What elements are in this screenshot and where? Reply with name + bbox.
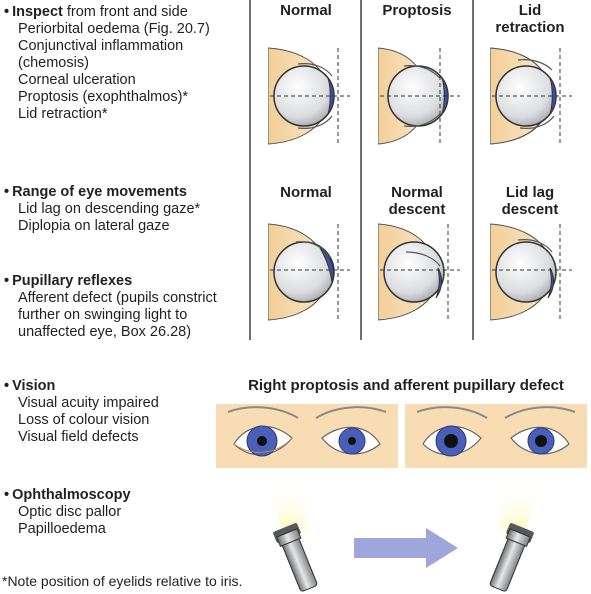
flashlight-icon	[265, 480, 318, 592]
list-item: (chemosis)	[18, 55, 89, 71]
list-item: Lid lag on descending gaze*	[18, 201, 201, 217]
list-item: Corneal ulceration	[18, 72, 136, 88]
eye-side-view-icon	[490, 223, 572, 321]
list-item: Proptosis (exophthalmos)*	[18, 89, 189, 105]
title-line: descent	[388, 201, 446, 218]
ophthalmoscopy-heading: Ophthalmoscopy	[12, 487, 131, 503]
mid-title-lid-lag-descent: Lid lag descent	[476, 184, 584, 218]
list-item: Visual acuity impaired	[18, 395, 159, 411]
title-line: Lid	[518, 2, 542, 19]
mid-title-normal-descent: Normal descent	[363, 184, 471, 218]
inspect-section: •Inspect from front and side Periorbital…	[4, 4, 210, 123]
list-item: Diplopia on lateral gaze	[18, 218, 170, 234]
pupillary-heading: Pupillary reflexes	[12, 273, 133, 289]
list-item: Lid retraction*	[18, 106, 108, 122]
bullet: •	[4, 487, 10, 503]
flashlight-icon	[489, 480, 542, 592]
list-item: Loss of colour vision	[18, 412, 150, 428]
vision-heading: Vision	[12, 378, 56, 394]
bullet: •	[4, 273, 10, 289]
eye-side-view-icon	[490, 47, 572, 145]
ophthalmoscopy-section: •Ophthalmoscopy Optic disc pallor Papill…	[4, 487, 131, 538]
face-eyes-panel	[405, 404, 587, 468]
list-item: Visual field defects	[18, 429, 139, 445]
pupillary-section: •Pupillary reflexes Afferent defect (pup…	[4, 273, 217, 341]
divider-line	[360, 0, 362, 340]
eye-side-view-icon	[268, 223, 350, 321]
top-title-normal: Normal	[252, 2, 360, 19]
mid-title-normal: Normal	[252, 184, 360, 201]
list-item: Papilloedema	[18, 521, 106, 537]
footnote: *Note position of eyelids relative to ir…	[2, 573, 243, 589]
list-item: Afferent defect (pupils constrict	[18, 290, 217, 306]
top-title-lid-retraction: Lid retraction	[476, 2, 584, 36]
vision-section: •Vision Visual acuity impaired Loss of c…	[4, 378, 159, 446]
top-title-proptosis: Proptosis	[363, 2, 471, 19]
divider-line	[472, 0, 474, 340]
range-section: •Range of eye movements Lid lag on desce…	[4, 184, 200, 235]
divider-line	[249, 0, 251, 340]
caption: Right proptosis and afferent pupillary d…	[248, 377, 564, 394]
eye-side-view-icon	[378, 47, 460, 145]
eye-side-view-icon	[268, 47, 350, 145]
title-line: retraction	[495, 19, 565, 36]
title-line: Normal	[280, 2, 332, 19]
bullet: •	[4, 378, 10, 394]
bullet: •	[4, 184, 10, 200]
bullet: •	[4, 4, 10, 20]
range-heading: Range of eye movements	[12, 184, 187, 200]
eye-side-view-icon	[378, 223, 460, 321]
face-eyes-panel	[216, 404, 398, 468]
title-line: Normal	[391, 184, 443, 201]
title-line: Lid lag	[505, 184, 555, 201]
inspect-heading: Inspect	[12, 4, 63, 20]
list-item: unaffected eye, Box 26.28)	[18, 324, 192, 340]
title-line: Proptosis	[382, 2, 452, 19]
arrow-right-icon	[354, 528, 458, 568]
list-item: further on swinging light to	[18, 307, 188, 323]
title-line: Normal	[280, 184, 332, 201]
inspect-heading-rest: from front and side	[62, 4, 188, 20]
list-item: Conjunctival inflammation	[18, 38, 184, 54]
title-line: descent	[501, 201, 559, 218]
list-item: Periorbital oedema (Fig. 20.7)	[18, 21, 210, 37]
list-item: Optic disc pallor	[18, 504, 122, 520]
